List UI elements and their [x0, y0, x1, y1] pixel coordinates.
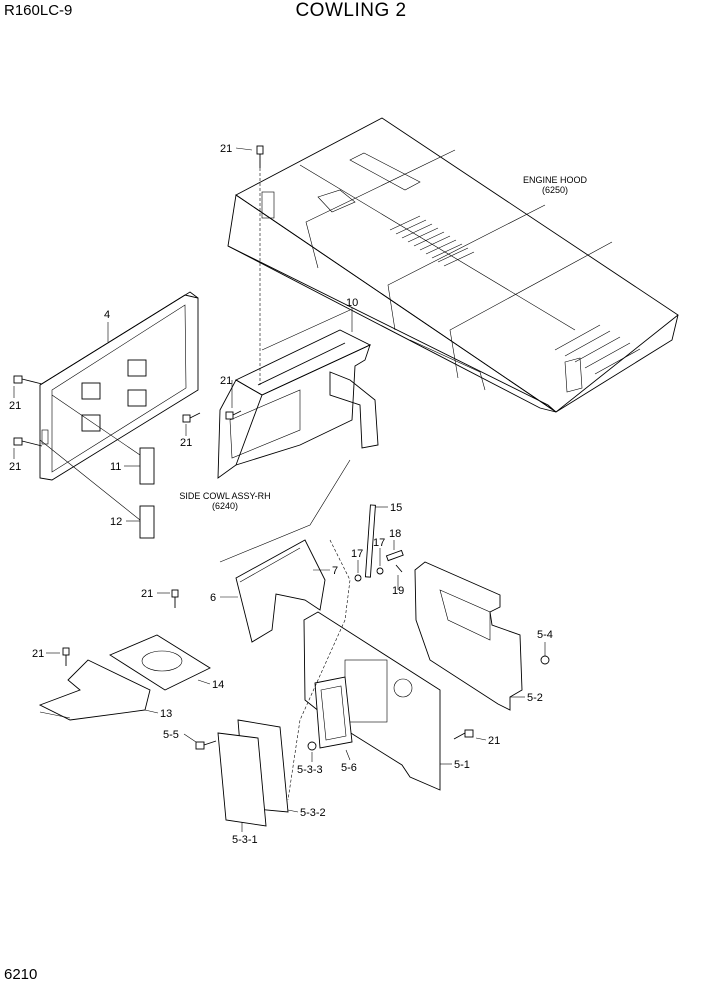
- page-number: 6210: [4, 966, 38, 983]
- part-4-panel: [39, 291, 199, 481]
- callout-labels: 21 4 10 21 21 21 21 11 12 15 17 17 18 19…: [9, 143, 553, 846]
- part-19-pin: [395, 564, 403, 573]
- callout-17b: 17: [373, 537, 385, 549]
- callout-21-p14: 21: [141, 588, 153, 600]
- callout-21-p13: 21: [32, 648, 44, 660]
- callout-19: 19: [392, 585, 404, 597]
- part-11-bracket: [139, 447, 155, 485]
- part-5-3-3-knob: [307, 741, 317, 751]
- callout-17a: 17: [351, 548, 363, 560]
- callout-11: 11: [110, 461, 121, 473]
- engine-hood-code: (6250): [542, 185, 568, 195]
- bolts: [13, 145, 474, 750]
- part-17b-nut: [376, 567, 384, 575]
- part-5-6-gasket: [314, 676, 353, 749]
- part-5-1-plate: [303, 611, 441, 791]
- part-17-nut: [354, 574, 362, 582]
- callout-5-1: 5-1: [454, 759, 470, 771]
- callout-5-5: 5-5: [163, 729, 179, 741]
- callout-21-mid: 21: [180, 437, 192, 449]
- callout-4: 4: [104, 309, 110, 321]
- callout-21-top: 21: [220, 143, 232, 155]
- engine-hood-label: ENGINE HOOD: [523, 175, 588, 185]
- callout-21-left1: 21: [9, 400, 21, 412]
- leader-lines: [13, 147, 546, 832]
- side-cowl-assembly: [217, 309, 379, 479]
- part-13-plate: [38, 659, 151, 721]
- callout-21-cowl: 21: [220, 375, 232, 387]
- part-15-rod: [364, 504, 376, 578]
- side-cowl-label: SIDE COWL ASSY-RH: [179, 491, 270, 501]
- callout-18: 18: [389, 528, 401, 540]
- model-number: R160LC-9: [4, 2, 73, 19]
- side-cowl-code: (6240): [212, 501, 238, 511]
- callout-12: 12: [110, 516, 122, 528]
- page-title: COWLING 2: [295, 0, 407, 21]
- callout-7: 7: [332, 565, 338, 577]
- callout-5-3-3: 5-3-3: [297, 764, 323, 776]
- callout-5-2: 5-2: [527, 692, 543, 704]
- part-18-pin: [385, 549, 404, 562]
- callout-21-left2: 21: [9, 461, 21, 473]
- callout-15: 15: [390, 502, 402, 514]
- callout-5-6: 5-6: [341, 762, 357, 774]
- part-14-plate: [109, 634, 211, 691]
- callout-5-3-2: 5-3-2: [300, 807, 326, 819]
- part-5-3-cover: [217, 719, 289, 827]
- part-12-bracket: [139, 505, 155, 539]
- part-5-2-panel: [414, 561, 523, 711]
- callout-5-3-1: 5-3-1: [232, 834, 258, 846]
- callout-21-right: 21: [488, 735, 500, 747]
- callout-5-4: 5-4: [537, 629, 553, 641]
- callout-6: 6: [210, 592, 216, 604]
- part-5-4-bolt: [540, 655, 550, 665]
- part-6-cover: [235, 539, 326, 643]
- engine-hood: [227, 117, 679, 413]
- callout-14: 14: [212, 679, 224, 691]
- callout-13: 13: [160, 708, 172, 720]
- callout-10: 10: [346, 297, 358, 309]
